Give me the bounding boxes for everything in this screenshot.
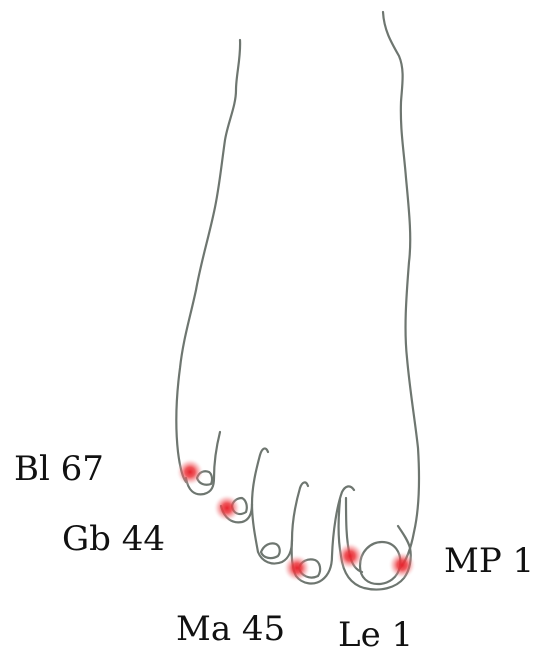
acupoint-marker-mp1	[388, 551, 416, 579]
acupoint-marker-gb44	[213, 494, 241, 522]
acupoint-marker-le1	[336, 542, 364, 570]
acupoint-marker-bl67	[176, 458, 204, 486]
acupoint-label-ma45: Ma 45	[176, 612, 285, 646]
lateral-foot-contour	[176, 40, 240, 482]
acupoint-marker-ma45	[283, 554, 311, 582]
acupoint-label-mp1: MP 1	[444, 544, 534, 578]
medial-foot-contour	[383, 12, 419, 568]
third-toenail	[261, 543, 280, 558]
acupoint-label-gb44: Gb 44	[62, 522, 165, 556]
acupoint-label-bl67: Bl 67	[14, 452, 104, 486]
acupoint-label-le1: Le 1	[338, 618, 413, 652]
